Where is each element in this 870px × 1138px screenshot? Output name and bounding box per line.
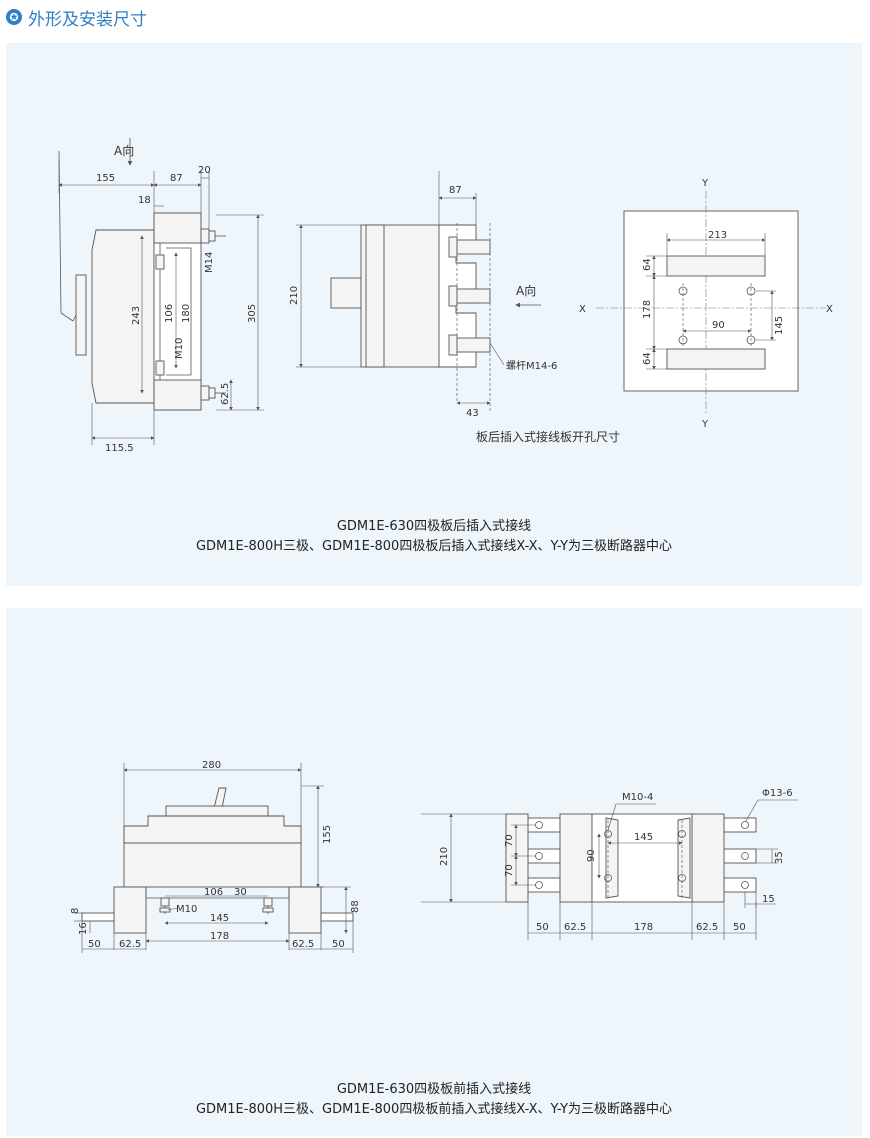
dim-plan-90: 90 xyxy=(586,849,597,862)
dim-cutout-145: 145 xyxy=(774,316,785,335)
dim-side-20: 20 xyxy=(198,165,211,176)
dim-front-62-5-left: 62.5 xyxy=(119,939,141,950)
axis-x-right: X xyxy=(826,304,833,315)
side-view-drawing: A向 155 87 20 18 243 106 180 xyxy=(58,138,264,454)
label-m14: M14 xyxy=(204,252,215,273)
dim-side-18: 18 xyxy=(138,195,151,206)
dim-plan-35: 35 xyxy=(774,851,785,864)
panel-front-connection: 280 155 106 30 M10 145 178 xyxy=(6,608,862,1136)
dim-plan-50-right: 50 xyxy=(733,922,746,933)
dim-plan-145: 145 xyxy=(634,832,653,843)
label-m10: M10 xyxy=(174,338,185,359)
dim-side-62-5: 62.5 xyxy=(220,383,231,405)
section-header: ✪ 外形及安装尺寸 xyxy=(6,2,147,32)
dim-front-30: 30 xyxy=(234,887,247,898)
dim-plan-210: 210 xyxy=(439,847,450,866)
dim-rear-87: 87 xyxy=(449,185,462,196)
axis-y-top: Y xyxy=(701,178,709,189)
label-front-m10: M10 xyxy=(176,904,197,915)
dim-front-8: 8 xyxy=(70,908,81,914)
dim-cutout-178: 178 xyxy=(642,300,653,319)
dim-front-50-left: 50 xyxy=(88,939,101,950)
dim-side-87: 87 xyxy=(170,173,183,184)
dim-cutout-64-bottom: 64 xyxy=(642,352,653,365)
dim-side-180: 180 xyxy=(181,304,192,323)
panel2-caption-line2: GDM1E-800H三极、GDM1E-800四极板前插入式接线X-X、Y-Y为三… xyxy=(195,1102,673,1117)
front-connection-drawings: 280 155 106 30 M10 145 178 xyxy=(70,760,798,953)
rear-view-drawing: 87 210 A向 螺杆M14-6 43 xyxy=(289,171,557,419)
dim-side-305: 305 xyxy=(247,304,258,323)
dim-cutout-90: 90 xyxy=(712,320,725,331)
cutout-drawing: Y Y X X 213 64 xyxy=(579,178,833,430)
dim-front-16: 16 xyxy=(78,922,89,935)
dim-plan-70-top: 70 xyxy=(504,834,515,847)
stud-label: 螺杆M14-6 xyxy=(506,360,557,372)
axis-x-left: X xyxy=(579,304,586,315)
dim-side-115-5: 115.5 xyxy=(105,443,134,454)
dim-plan-50-left: 50 xyxy=(536,922,549,933)
dim-front-88: 88 xyxy=(350,900,361,913)
dim-front-62-5-right: 62.5 xyxy=(292,939,314,950)
panel1-caption-line2: GDM1E-800H三极、GDM1E-800四极板后插入式接线X-X、Y-Y为三… xyxy=(195,539,673,554)
dim-side-106: 106 xyxy=(164,304,175,323)
side-view-direction-label: A向 xyxy=(114,143,134,158)
dim-rear-43: 43 xyxy=(466,408,479,419)
dim-front-155: 155 xyxy=(322,825,333,844)
panel-rear-connection: A向 155 87 20 18 243 106 180 xyxy=(6,43,862,586)
label-m10-4: M10-4 xyxy=(622,792,653,803)
dim-side-155: 155 xyxy=(96,173,115,184)
section-title: 外形及安装尺寸 xyxy=(28,9,147,30)
dim-plan-62-5-left: 62.5 xyxy=(564,922,586,933)
dim-plan-178: 178 xyxy=(634,922,653,933)
front-view-drawing: 280 155 106 30 M10 145 178 xyxy=(70,760,361,953)
dim-plan-62-5-right: 62.5 xyxy=(696,922,718,933)
panel2-caption-line1: GDM1E-630四极板前插入式接线 xyxy=(336,1082,532,1097)
label-phi: Φ13-6 xyxy=(762,788,793,799)
cutout-title: 板后插入式接线板开孔尺寸 xyxy=(476,429,620,444)
star-icon: ✪ xyxy=(6,9,22,25)
dim-side-243: 243 xyxy=(131,306,142,325)
dim-cutout-213: 213 xyxy=(708,230,727,241)
dim-front-50-right: 50 xyxy=(332,939,345,950)
plan-view-drawing: M10-4 Φ13-6 210 70 70 90 145 xyxy=(421,788,798,940)
dim-cutout-64-top: 64 xyxy=(642,258,653,271)
dim-front-145: 145 xyxy=(210,913,229,924)
dim-plan-15: 15 xyxy=(762,894,775,905)
dim-front-280: 280 xyxy=(202,760,221,771)
dim-front-106: 106 xyxy=(204,887,223,898)
rear-connection-drawings: A向 155 87 20 18 243 106 180 xyxy=(58,138,833,454)
rear-view-direction-label: A向 xyxy=(516,283,536,298)
panel1-caption-line1: GDM1E-630四极板后插入式接线 xyxy=(336,519,532,534)
axis-y-bottom: Y xyxy=(701,419,709,430)
dim-front-178: 178 xyxy=(210,931,229,942)
dim-rear-210: 210 xyxy=(289,286,300,305)
dim-plan-70-bottom: 70 xyxy=(504,864,515,877)
